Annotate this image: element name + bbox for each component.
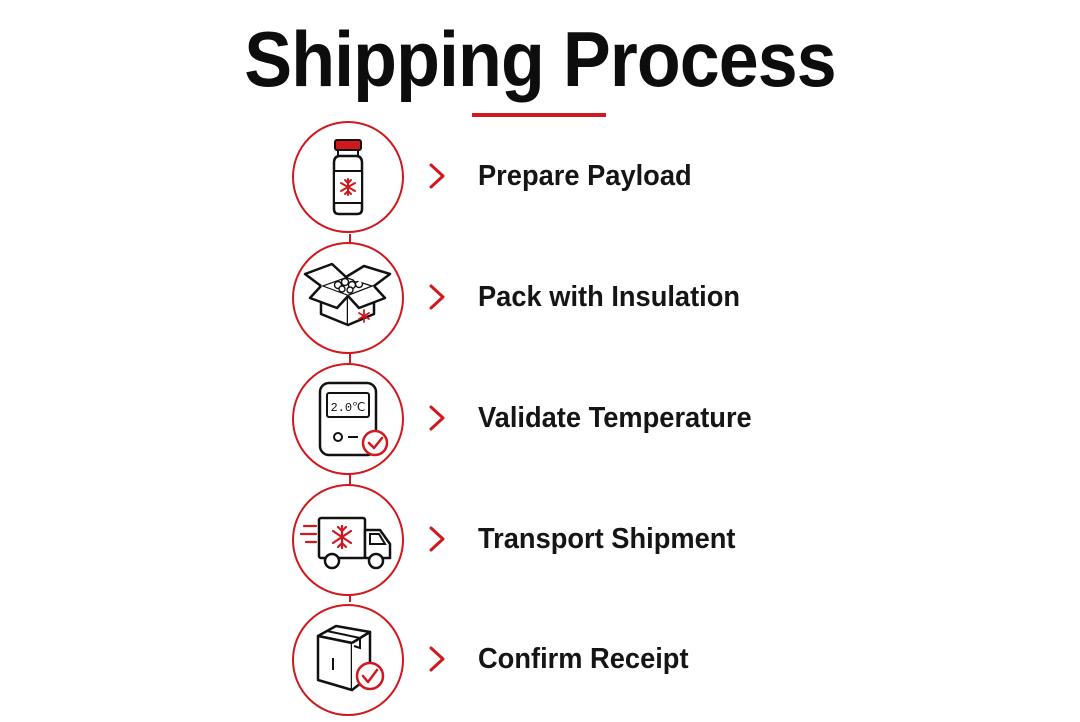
step-label: Confirm Receipt — [478, 643, 689, 675]
step-confirm-receipt: Confirm Receipt — [292, 604, 772, 722]
open-box-insulation-icon — [303, 262, 392, 327]
step-icon-circle — [292, 242, 404, 354]
step-icon-circle — [292, 604, 404, 716]
refrigerated-truck-icon — [299, 516, 392, 570]
temperature-logger-icon: 2.0℃ — [318, 381, 389, 457]
chevron-right-icon — [429, 646, 445, 672]
temperature-readout: 2.0℃ — [330, 401, 365, 415]
step-prepare-payload: Prepare Payload — [292, 121, 772, 239]
step-pack-with-insulation: Pack with Insulation — [292, 242, 772, 360]
step-icon-circle — [292, 484, 404, 596]
box-check-icon — [316, 624, 385, 692]
step-label: Validate Temperature — [478, 402, 752, 434]
step-label: Transport Shipment — [478, 523, 736, 555]
chevron-right-icon — [429, 163, 445, 189]
step-transport-shipment: Transport Shipment — [292, 484, 772, 602]
vial-snowflake-icon — [332, 139, 364, 216]
chevron-right-icon — [429, 526, 445, 552]
step-label: Prepare Payload — [478, 160, 692, 192]
chevron-right-icon — [429, 405, 445, 431]
step-label: Pack with Insulation — [478, 281, 741, 313]
chevron-right-icon — [429, 284, 445, 310]
step-validate-temperature: 2.0℃ Validate Temperature — [292, 363, 772, 481]
page-title: Shipping Process — [244, 15, 836, 103]
title-underline — [472, 113, 606, 117]
step-icon-circle — [292, 121, 404, 233]
step-icon-circle: 2.0℃ — [292, 363, 404, 475]
